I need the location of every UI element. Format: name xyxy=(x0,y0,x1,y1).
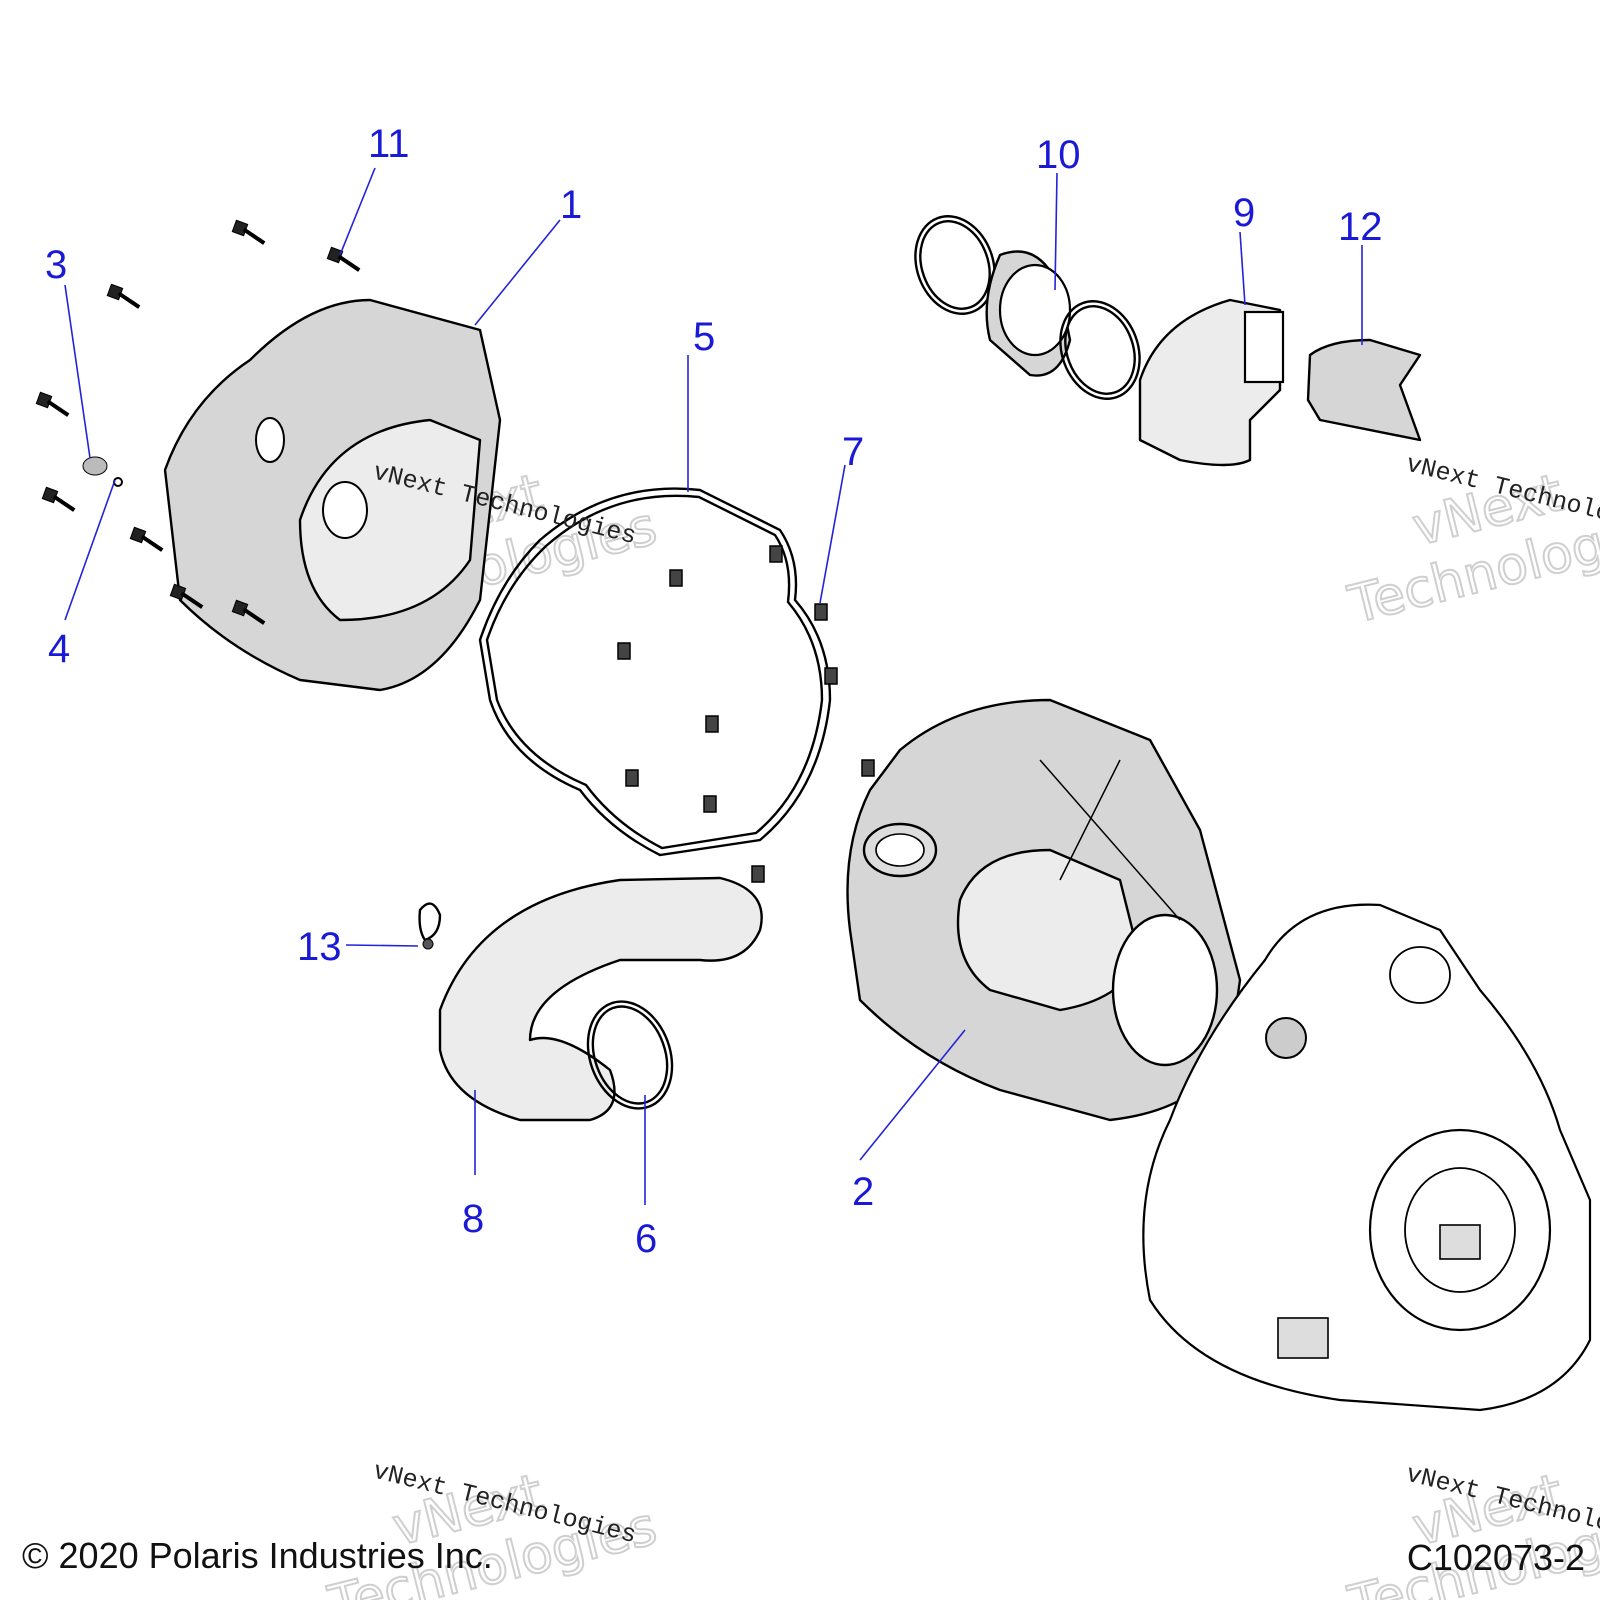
callout-8: 8 xyxy=(462,1197,484,1241)
callout-11: 11 xyxy=(368,122,410,166)
callout-12: 12 xyxy=(1338,205,1383,249)
callout-10: 10 xyxy=(1036,133,1081,177)
part-elbow-duct xyxy=(1138,298,1285,467)
callout-4: 4 xyxy=(48,627,70,671)
part-clip xyxy=(418,902,442,950)
callout-13: 13 xyxy=(297,925,342,969)
leader-lines xyxy=(64,167,1363,1205)
part-fasteners xyxy=(617,545,875,883)
part-seal xyxy=(478,487,832,857)
callout-5: 5 xyxy=(693,315,715,359)
part-screws-cover xyxy=(35,219,361,625)
part-intake-duct xyxy=(438,876,763,1122)
copyright-text: © 2020 Polaris Industries Inc. xyxy=(22,1535,493,1576)
callout-9: 9 xyxy=(1233,191,1255,235)
callout-6: 6 xyxy=(635,1217,657,1261)
callout-labels: 1 2 3 4 5 6 7 8 9 10 11 12 13 xyxy=(45,122,1383,1261)
part-hose-clamp-lower xyxy=(586,1000,674,1110)
part-inner-clutch-housing xyxy=(846,698,1242,1122)
callout-2: 2 xyxy=(852,1170,874,1214)
callout-3: 3 xyxy=(45,243,67,287)
callout-1: 1 xyxy=(560,183,582,227)
drawing-id: C102073-2 xyxy=(1407,1537,1585,1578)
callout-7: 7 xyxy=(842,430,864,474)
part-outer-clutch-cover xyxy=(163,298,502,692)
part-transmission xyxy=(1142,903,1592,1412)
part-duct-cover xyxy=(1306,338,1422,442)
part-outlet-duct-assembly xyxy=(914,215,1141,400)
